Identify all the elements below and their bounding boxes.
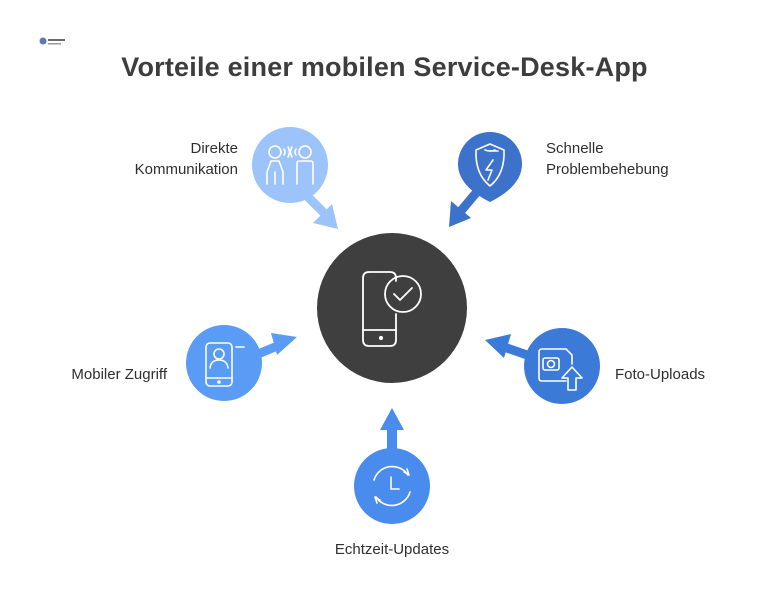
center-node xyxy=(317,233,467,383)
arrow-mobiler-zugriff xyxy=(256,333,297,359)
node-direkte-kommunikation xyxy=(252,127,328,203)
label-schnelle-problembehebung: Schnelle Problembehebung xyxy=(546,140,669,178)
node-mobiler-zugriff xyxy=(186,325,262,401)
photo-upload-icon xyxy=(538,348,583,391)
logo xyxy=(39,36,67,50)
diagram-title: Vorteile einer mobilen Service-Desk-App xyxy=(121,52,648,82)
label-mobiler-zugriff: Mobiler Zugriff xyxy=(71,366,167,383)
smartphone-check-icon xyxy=(362,271,422,347)
arrow-schnelle-problembehebung xyxy=(449,190,480,227)
shield-lightning-icon xyxy=(475,143,505,187)
node-echtzeit-updates xyxy=(354,448,430,524)
label-direkte-kommunikation: Direkte Kommunikation xyxy=(134,140,238,178)
mobile-user-icon xyxy=(205,342,245,387)
label-echtzeit-updates: Echtzeit-Updates xyxy=(334,541,450,558)
arrow-foto-uploads xyxy=(485,334,532,361)
people-talking-icon xyxy=(266,145,314,185)
realtime-clock-icon xyxy=(373,465,411,507)
label-foto-uploads: Foto-Uploads xyxy=(615,366,706,383)
arrow-direkte-kommunikation xyxy=(303,192,338,229)
node-foto-uploads xyxy=(524,328,600,404)
node-schnelle-problembehebung xyxy=(458,132,522,202)
